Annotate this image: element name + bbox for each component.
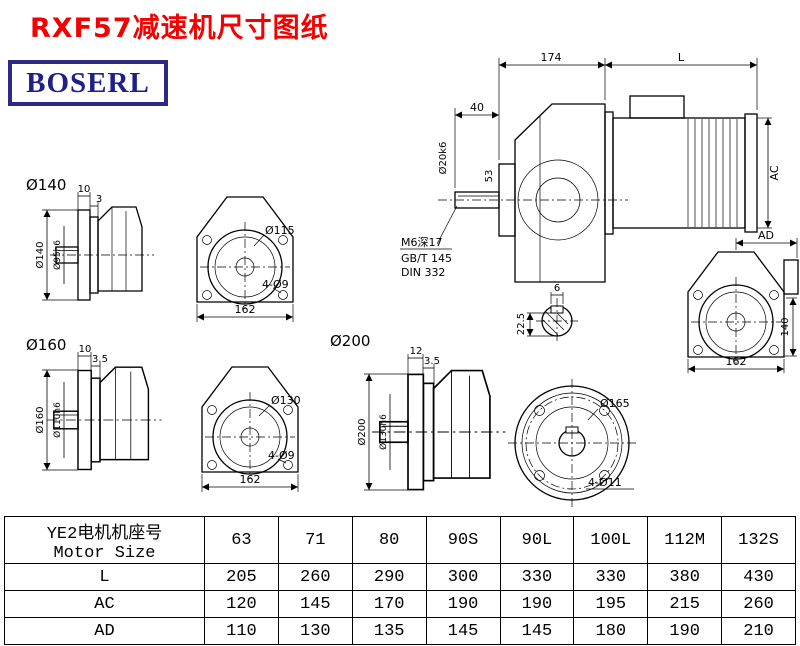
view-flange-round: Ø165 4-Ø11: [508, 379, 636, 507]
value-cell: 330: [499, 563, 575, 591]
main-motor-length-label: L: [678, 51, 685, 64]
flange160-spigot-label: Ø110h6: [52, 402, 63, 438]
table-row-AC: AC 120 145 170 190 190 195 215 260: [4, 590, 796, 618]
main-shaft-length-label: 40: [470, 101, 484, 114]
value-cell: 205: [204, 563, 279, 591]
dimension-table: YE2电机机座号 Motor Size 63 71 80 90S 90L 100…: [4, 516, 796, 645]
front-top-holes-label: 4-Ø9: [262, 278, 289, 291]
flange160-title: Ø160: [26, 336, 66, 354]
main-ac-label: AC: [768, 165, 781, 180]
row-label: AC: [4, 590, 205, 618]
flange140-spigot-label: Ø95h6: [52, 240, 63, 270]
motor-size-header-en: Motor Size: [53, 543, 156, 563]
table-row-L: L 205 260 290 300 330 330 380 430: [4, 563, 796, 591]
view-front-top: Ø115 4-Ø9 162: [196, 196, 295, 322]
value-cell: 190: [647, 617, 723, 645]
size-col-header: 132S: [721, 516, 796, 564]
size-col-header: 90S: [425, 516, 501, 564]
flange200-spigot-label: Ø130h6: [378, 414, 389, 450]
size-col-header: 90L: [499, 516, 575, 564]
value-cell: 195: [573, 590, 649, 618]
right-front-width-label: 162: [726, 355, 747, 368]
view-flange160: Ø160 Ø160 Ø110h6 10 3.5: [26, 336, 163, 471]
view-flange200: Ø200 Ø200 Ø130h6 12 3.5: [330, 332, 507, 491]
size-col-header: 63: [204, 516, 279, 564]
view-right-front: AD 140 162: [687, 229, 799, 373]
flange140-title: Ø140: [26, 176, 66, 194]
row-label: L: [4, 563, 205, 591]
flange160-thickness-label: 10: [79, 344, 92, 355]
front-top-boltcircle-label: Ø115: [265, 224, 295, 237]
size-col-header: 71: [277, 516, 353, 564]
motor-size-header-cn: YE2电机机座号: [46, 524, 163, 544]
value-cell: 110: [204, 617, 279, 645]
flange200-thickness-label: 12: [410, 346, 423, 357]
main-key-width-label: 6: [554, 283, 560, 294]
front-bottom-holes-label: 4-Ø9: [268, 449, 295, 462]
brand-logo: BOSERL: [8, 60, 168, 106]
value-cell: 330: [573, 563, 649, 591]
technical-drawing: Ø140 Ø140 Ø95h6 10 3 Ø115 4-Ø9 162: [26, 51, 799, 507]
size-col-header: 112M: [647, 516, 723, 564]
value-cell: 145: [425, 617, 501, 645]
view-flange140: Ø140 Ø140 Ø95h6 10 3: [26, 176, 155, 301]
front-top-width-label: 162: [235, 303, 256, 316]
main-tap-note: M6深17: [401, 236, 443, 249]
main-hub-length-label: 53: [484, 170, 495, 183]
table-row-AD: AD 110 130 135 145 145 180 190 210: [4, 617, 796, 645]
view-front-bottom: Ø130 4-Ø9 162: [201, 366, 301, 492]
flange140-dia-label: Ø140: [34, 242, 46, 269]
brand-logo-text: BOSERL: [26, 66, 150, 99]
value-cell: 260: [277, 563, 353, 591]
value-cell: 180: [573, 617, 649, 645]
main-gearcase-length-label: 174: [541, 51, 562, 64]
row-label: AD: [4, 617, 205, 645]
value-cell: 170: [351, 590, 427, 618]
front-bottom-drawing: [201, 366, 299, 480]
value-cell: 380: [647, 563, 723, 591]
right-front-drawing: [687, 251, 785, 365]
table-header-row: YE2电机机座号 Motor Size 63 71 80 90S 90L 100…: [4, 516, 796, 564]
main-shaft-dia-label: Ø20k6: [437, 142, 449, 175]
round-boltcircle-label: Ø165: [600, 397, 630, 410]
front-top-drawing: [196, 196, 294, 310]
value-cell: 145: [277, 590, 353, 618]
value-cell: 290: [351, 563, 427, 591]
flange160-step-label: 3.5: [92, 354, 108, 365]
page-title: RXF57减速机尺寸图纸: [30, 13, 329, 44]
front-bottom-width-label: 162: [240, 473, 261, 486]
flange200-step-label: 3.5: [424, 356, 440, 367]
value-cell: 130: [277, 617, 353, 645]
value-cell: 190: [425, 590, 501, 618]
flange200-side-drawing: [371, 369, 507, 491]
value-cell: 300: [425, 563, 501, 591]
flange140-step-label: 3: [96, 194, 102, 205]
value-cell: 120: [204, 590, 279, 618]
value-cell: 260: [721, 590, 796, 618]
value-cell: 145: [499, 617, 575, 645]
value-cell: 430: [721, 563, 796, 591]
main-key-depth-label: 22.5: [516, 313, 527, 335]
flange160-dia-label: Ø160: [34, 407, 46, 434]
flange200-dia-label: Ø200: [356, 419, 368, 446]
main-din-note: DIN 332: [401, 266, 445, 279]
flange200-title: Ø200: [330, 332, 370, 350]
motor-size-header-cell: YE2电机机座号 Motor Size: [4, 516, 205, 564]
value-cell: 135: [351, 617, 427, 645]
round-holes-label: 4-Ø11: [588, 476, 622, 489]
main-gbt-note: GB/T 145: [401, 252, 452, 265]
value-cell: 190: [499, 590, 575, 618]
right-front-height-label: 140: [780, 317, 791, 336]
value-cell: 215: [647, 590, 723, 618]
size-col-header: 80: [351, 516, 427, 564]
value-cell: 210: [721, 617, 796, 645]
view-main-assembly: 174 L 40 Ø20k6 53 AC M6深17 GB/T 145 DIN …: [400, 51, 781, 344]
front-bottom-boltcircle-label: Ø130: [271, 394, 301, 407]
right-front-ad-label: AD: [758, 229, 774, 242]
flange140-side-drawing: [49, 206, 155, 301]
flange140-thickness-label: 10: [78, 184, 91, 195]
size-col-header: 100L: [573, 516, 649, 564]
